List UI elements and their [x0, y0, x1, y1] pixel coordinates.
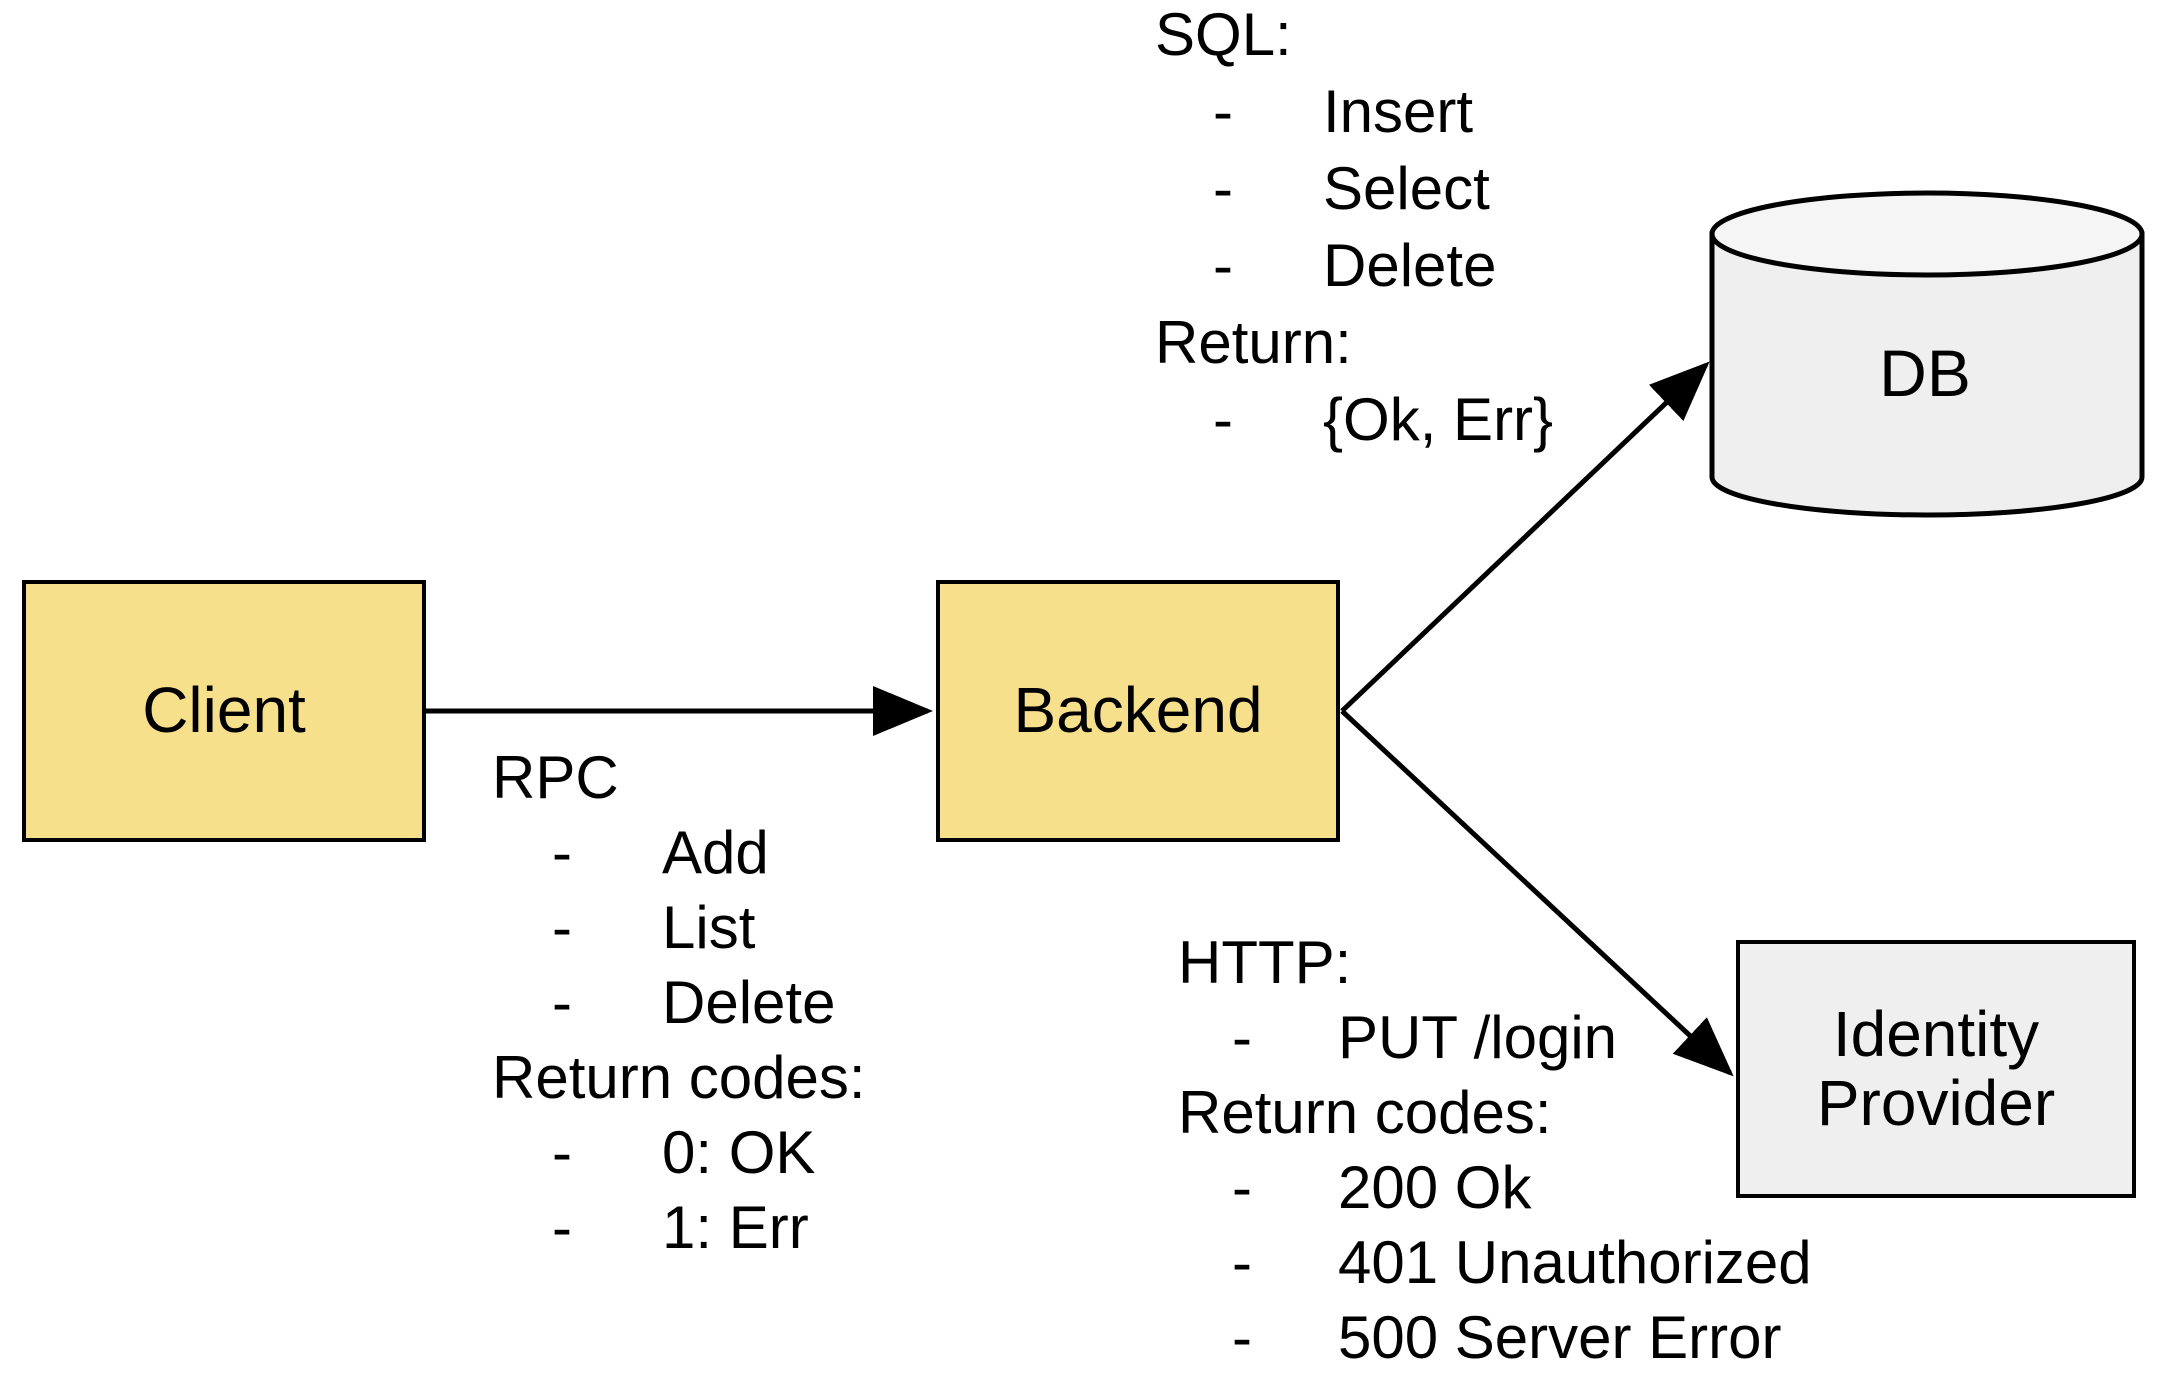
- annotation-rpc-item: - Add: [552, 819, 769, 886]
- annotation-rpc-return-item: - 1: Err: [552, 1194, 809, 1261]
- bullet-dash-icon: -: [1232, 1304, 1252, 1371]
- bullet-dash-icon: -: [1232, 1004, 1252, 1071]
- annotation-sql-return-item: - {Ok, Err}: [1213, 386, 1554, 453]
- node-backend-label: Backend: [1013, 674, 1263, 747]
- annotation-sql: SQL: - Insert - Select - Delete Return: …: [1155, 1, 1554, 467]
- node-identity-provider-label-line1: Identity: [1832, 997, 2040, 1070]
- annotation-http: HTTP: - PUT /login Return codes: - 200 O…: [1178, 929, 1812, 1383]
- node-identity-provider[interactable]: Identity Provider: [1736, 940, 2136, 1198]
- db-cylinder: [1709, 190, 2145, 518]
- node-db-label: DB: [1879, 336, 1971, 410]
- annotation-rpc-item: - Delete: [552, 969, 836, 1036]
- annotation-rpc: RPC - Add - List - Delete Return codes: …: [492, 748, 866, 1273]
- annotation-http-return-item: - 500 Server Error: [1232, 1304, 1782, 1371]
- annotation-sql-return-heading: Return:: [1155, 309, 1352, 376]
- node-db-label-wrapper[interactable]: DB: [1710, 340, 2140, 406]
- bullet-dash-icon: -: [552, 819, 572, 886]
- annotation-rpc-return-heading: Return codes:: [492, 1044, 866, 1111]
- annotation-rpc-heading: RPC: [492, 744, 619, 811]
- annotation-http-return-heading: Return codes:: [1178, 1079, 1552, 1146]
- bullet-dash-icon: -: [1213, 386, 1233, 453]
- bullet-dash-icon: -: [1213, 155, 1233, 222]
- annotation-rpc-return-item: - 0: OK: [552, 1119, 816, 1186]
- bullet-dash-icon: -: [1232, 1229, 1252, 1296]
- node-client-label: Client: [142, 674, 306, 747]
- annotation-rpc-item: - List: [552, 894, 756, 961]
- bullet-dash-icon: -: [552, 1119, 572, 1186]
- bullet-dash-icon: -: [552, 969, 572, 1036]
- annotation-sql-item: - Select: [1213, 155, 1490, 222]
- edge-backend-to-db: [1340, 361, 1710, 713]
- annotation-http-return-item: - 401 Unauthorized: [1232, 1229, 1812, 1296]
- annotation-sql-item: - Delete: [1213, 232, 1497, 299]
- node-identity-provider-label: Identity Provider: [1816, 997, 2056, 1139]
- bullet-dash-icon: -: [552, 1194, 572, 1261]
- annotation-http-item: - PUT /login: [1232, 1004, 1618, 1071]
- annotation-sql-item: - Insert: [1213, 78, 1474, 145]
- bullet-dash-icon: -: [1213, 232, 1233, 299]
- edge-backend-to-idp: [1340, 709, 1734, 1077]
- annotation-sql-heading: SQL:: [1155, 1, 1292, 68]
- annotation-http-return-item: - 200 Ok: [1232, 1154, 1532, 1221]
- annotation-http-heading: HTTP:: [1178, 929, 1352, 996]
- node-client[interactable]: Client: [22, 580, 426, 842]
- bullet-dash-icon: -: [1213, 78, 1233, 145]
- node-backend[interactable]: Backend: [936, 580, 1340, 842]
- bullet-dash-icon: -: [552, 894, 572, 961]
- bullet-dash-icon: -: [1232, 1154, 1252, 1221]
- node-identity-provider-label-line2: Provider: [1816, 1067, 2056, 1139]
